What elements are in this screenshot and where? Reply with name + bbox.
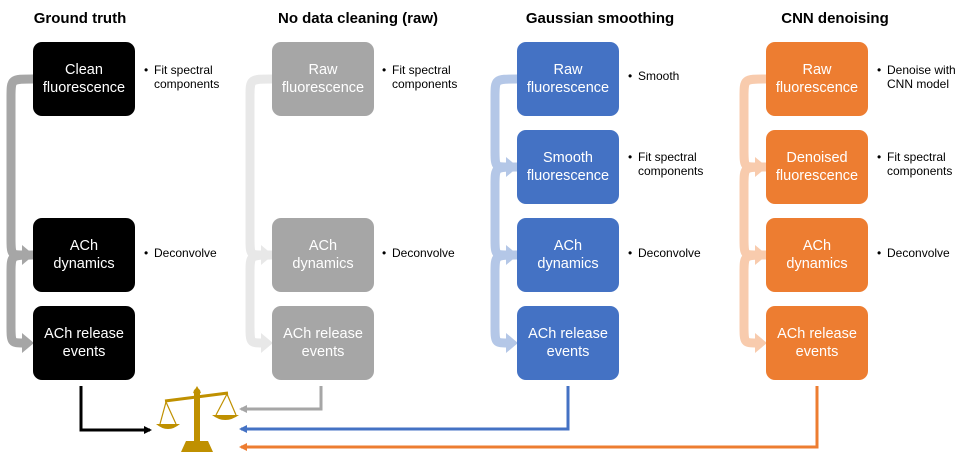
comparison-connectors xyxy=(79,386,819,451)
step-arrow xyxy=(245,74,273,260)
bullet: • xyxy=(877,63,882,77)
bullet: • xyxy=(382,246,387,260)
step-arrow-head xyxy=(261,333,273,353)
step-note-deconvolve: • Deconvolve xyxy=(144,246,217,260)
bullet: • xyxy=(628,69,633,83)
column-title-gaussian: Gaussian smoothing xyxy=(525,10,675,27)
step-arrow-head xyxy=(755,333,767,353)
step-arrow xyxy=(739,74,767,172)
step-arrows xyxy=(6,74,767,353)
bullet: • xyxy=(628,246,633,260)
note-text: Smooth xyxy=(638,69,680,83)
ground-truth-connector xyxy=(79,386,152,434)
step-note-deconvolve: • Deconvolve xyxy=(877,246,950,260)
step-note-deconvolve: • Deconvolve xyxy=(382,246,455,260)
gaussian-connector xyxy=(239,386,570,433)
step-arrow xyxy=(6,74,34,260)
balance-scale-icon xyxy=(156,386,239,452)
column-title-ground-truth: Ground truth xyxy=(33,10,127,27)
bullet: • xyxy=(144,63,149,77)
note-text: Deconvolve xyxy=(154,246,217,260)
step-arrow-head xyxy=(506,333,518,353)
step-note-deconvolve: • Deconvolve xyxy=(628,246,701,260)
bullet: • xyxy=(628,150,633,164)
step-arrow xyxy=(490,162,518,260)
step-arrow xyxy=(739,250,767,348)
bullet: • xyxy=(144,246,149,260)
bullet: • xyxy=(877,246,882,260)
bullet: • xyxy=(877,150,882,164)
step-arrow xyxy=(6,250,34,348)
note-text: Deconvolve xyxy=(887,246,950,260)
step-arrow xyxy=(245,250,273,348)
step-arrow xyxy=(739,162,767,260)
bullet: • xyxy=(382,63,387,77)
column-title-raw: No data cleaning (raw) xyxy=(277,10,439,27)
cnn-connector xyxy=(239,386,819,451)
step-arrow xyxy=(490,74,518,172)
column-title-cnn: CNN denoising xyxy=(781,10,889,27)
step-arrow-head xyxy=(22,333,34,353)
step-note-smooth: • Smooth xyxy=(628,69,679,83)
note-text: Deconvolve xyxy=(638,246,701,260)
note-text: Deconvolve xyxy=(392,246,455,260)
raw-connector xyxy=(239,386,323,413)
step-arrow xyxy=(490,250,518,348)
